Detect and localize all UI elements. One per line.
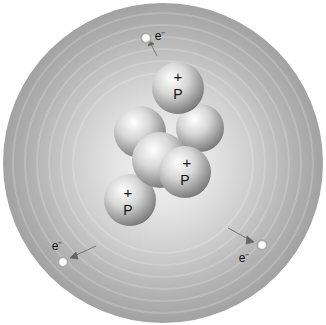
proton-label: P <box>180 173 189 187</box>
cloud-bands <box>13 13 313 313</box>
charge-sign: + <box>174 69 183 84</box>
electrons <box>56 31 269 269</box>
nucleus <box>104 62 224 226</box>
charge-sign: + <box>124 185 133 200</box>
charge-sign: + <box>183 155 192 170</box>
electron-label: e⁻ <box>155 30 166 42</box>
proton-label: P <box>173 87 182 101</box>
electron-label: e⁻ <box>239 252 250 264</box>
motion-arrows <box>70 41 254 259</box>
electron-label: e⁻ <box>52 240 63 252</box>
proton-label: P <box>123 203 132 217</box>
electron-cloud <box>3 3 323 323</box>
